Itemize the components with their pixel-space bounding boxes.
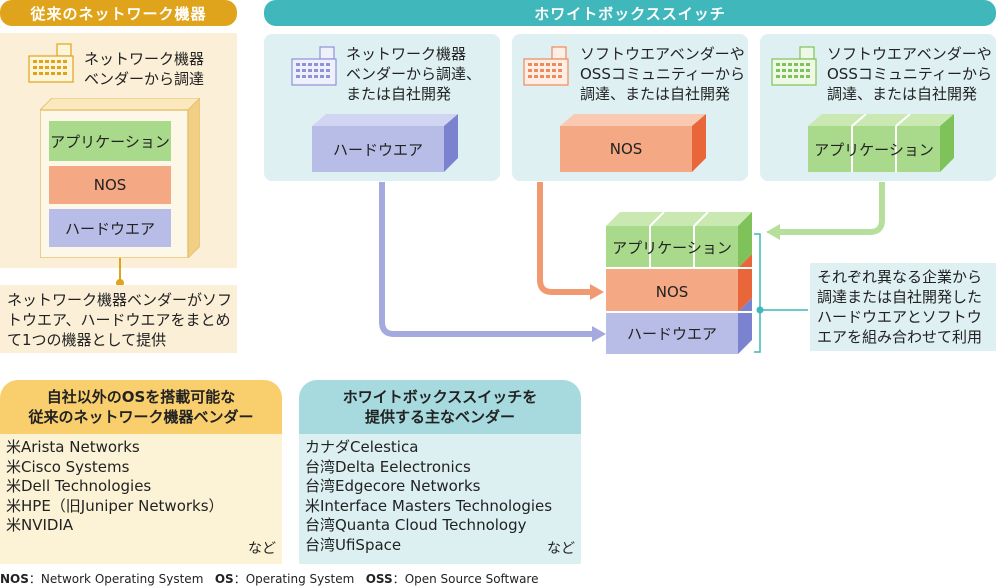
whitebox-vendors-box: ホワイトボックススイッチを 提供する主なベンダー カナダCelestica 台湾… [299,380,581,564]
nos-source-line1: ソフトウエアベンダーや [580,45,745,63]
hw-source-line1: ネットワーク機器 [346,45,467,63]
legacy-layer-nos: NOS [49,166,171,204]
legacy-vendors-list: 米Arista Networks 米Cisco Systems 米Dell Te… [0,434,282,564]
whitebox-vendors-etc: など [547,541,575,557]
footnote-oss-full: Open Source Software [404,572,539,586]
combined-stack [606,212,752,354]
legacy-note-panel [0,285,237,353]
whitebox-note-panel [810,263,996,351]
footnote-oss-abbr: OSS [365,572,393,586]
building-icon [291,46,337,86]
nos-source-line2: OSSコミュニティーから [580,65,745,83]
nos-source-line3: 調達、または自社開発 [580,85,731,103]
list-item: 台湾Edgecore Networks [305,477,481,495]
list-item: 米NVIDIA [6,516,74,534]
app-source-line2: OSSコミュニティーから [827,65,992,83]
stack-layer-app: アプリケーション [612,238,732,257]
stack-bracket [754,233,808,353]
list-item: 米Interface Masters Technologies [305,496,553,515]
list-item: 米Cisco Systems [6,457,130,476]
legacy-vendors-box: 自社以外のOSを搭載可能な 従来のネットワーク機器ベンダー 米Arista Ne… [0,380,282,564]
list-item: 米Dell Technologies [6,477,152,495]
building-icon [771,46,817,86]
legacy-vendors-title-2: 従来のネットワーク機器ベンダー [28,408,254,426]
whitebox-header: ホワイトボックススイッチ [264,0,996,26]
hw-source-line3: または自社開発 [346,85,452,103]
list-item: 米Arista Networks [6,438,140,456]
legacy-source-line1: ネットワーク機器 [84,50,205,68]
legacy-connector-dot [116,279,124,287]
whitebox-vendors-header: ホワイトボックススイッチを 提供する主なベンダー [299,380,581,434]
footnote: NOS：Network Operating System OS：Operatin… [0,572,539,586]
legacy-vendors-etc: など [248,541,276,557]
app-source-line3: 調達、または自社開発 [827,85,978,103]
nos-block [560,114,706,172]
whitebox-vendors-title-2: 提供する主なベンダー [364,408,515,426]
legacy-layer-hw: ハードウエア [49,209,171,247]
legacy-connector [119,258,121,282]
footnote-nos-abbr: NOS [0,572,29,586]
list-item: 台湾UfiSpace [305,535,402,554]
legacy-header: 従来のネットワーク機器 [0,0,237,26]
legacy-layer-app: アプリケーション [49,121,171,161]
building-icon [28,43,74,83]
legacy-vendors-title-1: 自社以外のOSを搭載可能な [46,388,236,406]
footnote-os-full: Operating System [245,572,355,586]
list-item: 台湾Delta Eelectronics [305,457,471,476]
hw-source-line2: ベンダーから調達、 [346,65,482,83]
stack-layer-hw: ハードウエア [626,324,717,343]
footnote-os-abbr: OS [214,572,234,586]
list-item: カナダCelestica [305,438,419,456]
legacy-note: ネットワーク機器ベンダーがソフトウエア、ハードウエアをまとめて1つの機器として提… [7,291,233,349]
building-icon [523,46,569,86]
whitebox-vendors-title-1: ホワイトボックススイッチを [342,388,538,406]
footnote-nos-full: Network Operating System [40,572,204,586]
legacy-vendors-header: 自社以外のOSを搭載可能な 従来のネットワーク機器ベンダー [0,380,282,434]
whitebox-vendors-list: カナダCelestica 台湾Delta Eelectronics 台湾Edge… [299,434,581,564]
application-block-label: アプリケーション [814,140,934,159]
stack-layer-nos: NOS [655,283,689,301]
list-item: 米HPE（旧Juniper Networks） [6,496,224,515]
legacy-source-line2: ベンダーから調達 [84,70,205,88]
app-source-line1: ソフトウエアベンダーや [827,45,992,63]
whitebox-note: それぞれ異なる企業から調達または自社開発したハードウエアとソフトウエアを組み合わ… [817,268,983,346]
nos-block-label: NOS [609,140,643,158]
hardware-block [312,114,458,172]
list-item: 台湾Quanta Cloud Technology [305,516,527,534]
application-block [808,114,954,172]
hardware-block-label: ハードウエア [332,140,423,159]
